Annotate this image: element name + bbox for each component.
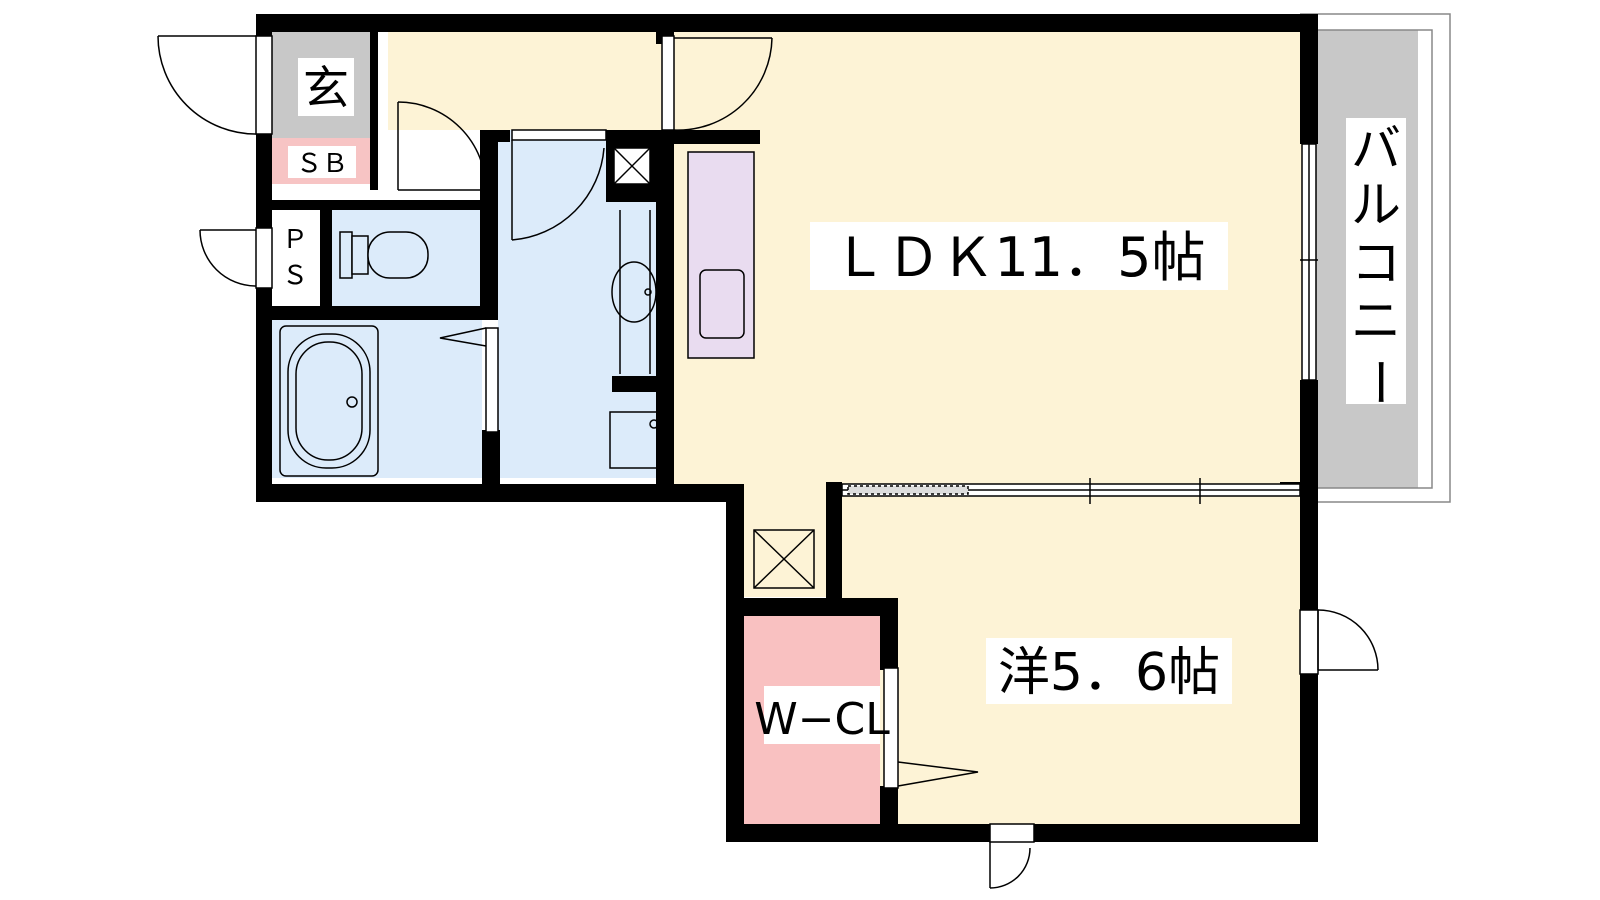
- kitchen-counter-icon: [687, 151, 755, 359]
- wall-bottom: [726, 824, 990, 842]
- closet-door: [883, 667, 979, 789]
- wash-basin-icon: [611, 210, 657, 374]
- ldk-label: ＬＤＫ11．5帖: [832, 226, 1205, 289]
- bathtub-icon: [279, 325, 379, 477]
- wall-corridor-kitchen: [670, 130, 760, 144]
- pipe-space-label-2: Ｓ: [282, 261, 308, 291]
- wall-toilet-top: [330, 200, 490, 210]
- balcony-label-4: ニ: [1351, 292, 1401, 350]
- bathroom-door: [439, 327, 499, 433]
- balcony-label-5: ー: [1350, 357, 1408, 407]
- wall-bottom-right: [1034, 824, 1318, 842]
- wall-left-low: [256, 286, 272, 500]
- balcony-label-1: バ: [1351, 120, 1401, 178]
- walls: [256, 14, 1318, 842]
- wall-entrance-divider: [370, 30, 378, 190]
- balcony-outline: [1300, 13, 1451, 503]
- hall-floor: [728, 485, 826, 597]
- washing-machine-icon: [609, 411, 667, 469]
- duct-icons: [613, 147, 651, 185]
- doors: [157, 35, 1379, 889]
- toilet-door: [397, 101, 487, 191]
- wall-toilet-bottom: [272, 306, 494, 320]
- wall-toilet-right: [480, 130, 498, 320]
- fixtures: [279, 151, 755, 477]
- washroom-door: [511, 129, 607, 241]
- wall-wash-notch: [612, 376, 662, 392]
- wall-closet-right: [880, 598, 898, 670]
- pipe-space-label-1: Ｐ: [282, 225, 308, 255]
- wall-right-bottom: [1300, 672, 1318, 842]
- hall-duct-icon: [753, 529, 815, 589]
- wall-bottom-left: [256, 484, 744, 502]
- windows: [841, 143, 1318, 504]
- wall-right-upper: [1300, 14, 1318, 144]
- wall-right-lower: [1300, 380, 1318, 610]
- bottom-door: [989, 823, 1035, 889]
- corridor-floor: [388, 30, 670, 130]
- front-door: [157, 35, 273, 135]
- wall-pipe-space: [272, 200, 330, 210]
- wall-top: [256, 14, 1318, 32]
- western-room-label: 洋5．6帖: [998, 643, 1220, 703]
- wall-closet-top: [726, 598, 898, 616]
- pipe-space-door: [199, 227, 273, 289]
- wall-wash-top: [490, 130, 510, 142]
- wall-left-top: [256, 14, 272, 42]
- balcony-label-2: ル: [1351, 176, 1401, 234]
- western-room-door: [1299, 609, 1379, 675]
- wall-wash-right: [656, 130, 674, 490]
- balcony-label-3: コ: [1351, 234, 1401, 292]
- wall-hall-right: [826, 482, 842, 606]
- ldk-door: [661, 35, 773, 131]
- wall-left-mid: [256, 132, 272, 228]
- entrance-label: 玄: [303, 61, 349, 115]
- labels: 玄 ＳＢ Ｐ Ｓ ＬＤＫ11．5帖 洋5．6帖 W−CL バ ル コ ニ ー: [278, 58, 1408, 745]
- shoe-box-label: ＳＢ: [296, 149, 348, 179]
- wall-hall-left: [726, 484, 744, 842]
- wall-bath-right: [482, 430, 500, 490]
- wall-closet-right-low: [880, 786, 898, 842]
- toilet-icon: [339, 231, 429, 279]
- closet-label: W−CL: [754, 694, 890, 745]
- wall-pipe-space-right: [320, 200, 332, 310]
